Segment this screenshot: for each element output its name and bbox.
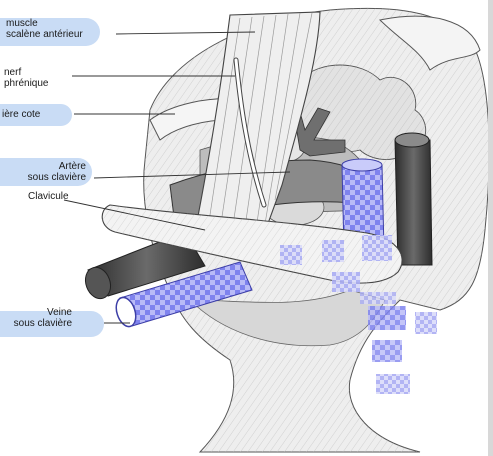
frame-edge [488,0,493,456]
label-clavicule: Clavicule [28,191,69,202]
scalene-fibers [207,12,313,237]
label-highlight-veine [0,311,104,337]
label-artere-sous-claviere: Artère sous clavière [27,161,86,183]
leader-lines [63,31,291,324]
blue-vessel-lower [360,292,437,394]
subclavian-vein [115,261,253,328]
label-veine-sous-claviere: Veine sous clavière [13,307,72,329]
label-muscle-scalene: muscle scalène antérieur [6,18,83,40]
dark-vessel-left [84,231,206,300]
label-highlight-cote [0,104,72,126]
label-premiere-cote: ière cote [2,109,41,120]
label-nerf-phrenique: nerf phrénique [4,67,49,89]
label-highlight-artere [0,158,92,186]
label-highlight-muscle [0,18,100,46]
dark-vessel-right [394,132,433,266]
